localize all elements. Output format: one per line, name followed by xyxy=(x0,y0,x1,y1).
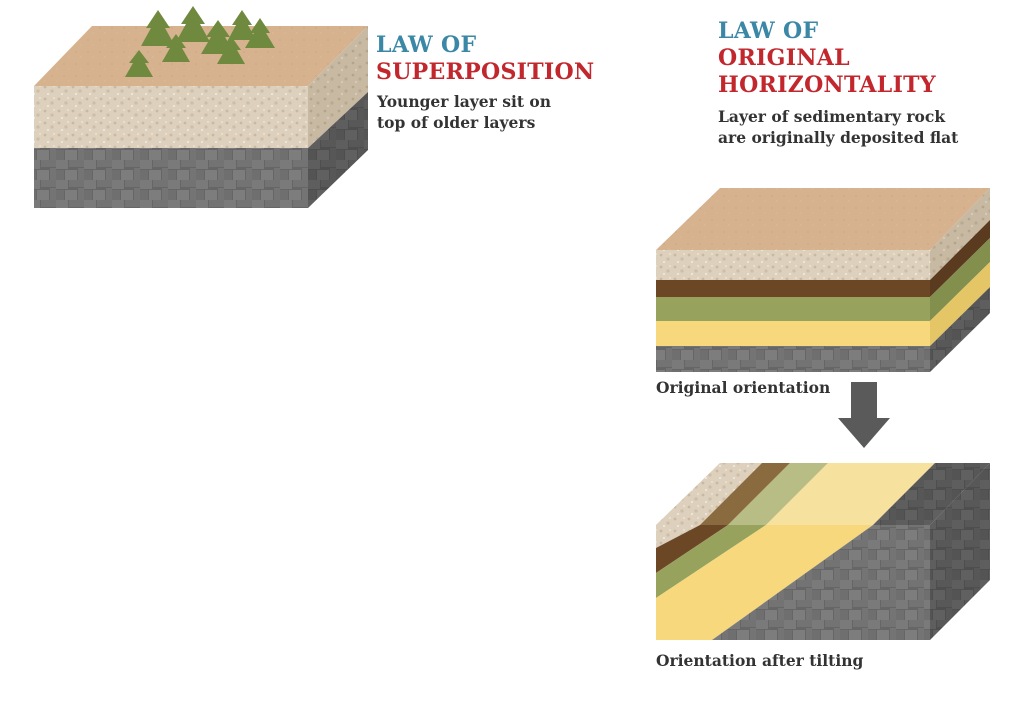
block2-side-brown xyxy=(930,220,990,297)
tree-icon xyxy=(176,6,210,42)
tree-icon xyxy=(162,34,190,62)
block3-top-sand xyxy=(656,463,762,525)
arrow-down-icon xyxy=(838,382,890,448)
block2-side-olive xyxy=(930,238,990,321)
horizontality-description: Layer of sedimentary rock are originally… xyxy=(718,106,958,148)
block2-top-soil xyxy=(656,188,990,250)
block1-side-sand xyxy=(308,26,368,148)
block1-side-rock xyxy=(308,92,368,208)
superposition-description: Younger layer sit on top of older layers xyxy=(377,91,551,133)
tree-icon xyxy=(141,10,175,46)
block3-top-brown xyxy=(700,463,790,525)
horizontality-title-line2: ORIGINAL xyxy=(718,45,850,71)
horizontality-description-line1: Layer of sedimentary rock xyxy=(718,107,946,126)
block3-top-olive xyxy=(728,463,828,525)
block2-brown-layer xyxy=(656,280,930,297)
horizontality-description-line2: are originally deposited flat xyxy=(718,128,959,147)
superposition-title-line2: SUPERPOSITION xyxy=(376,59,595,85)
horizontality-title: LAW OF ORIGINAL HORIZONTALITY xyxy=(718,18,936,99)
block2-olive-layer xyxy=(656,297,930,321)
superposition-description-line1: Younger layer sit on xyxy=(377,92,551,111)
block2-sand-layer xyxy=(656,250,930,280)
block3-top-rock xyxy=(873,463,990,525)
block2-yellow-layer xyxy=(656,321,930,346)
caption-original-orientation: Original orientation xyxy=(656,378,831,397)
block2-side-rock xyxy=(930,287,990,372)
block1-top-soil xyxy=(34,26,368,86)
caption-tilted-orientation: Orientation after tilting xyxy=(656,651,864,670)
block3-top-yellow xyxy=(766,463,935,525)
tree-icon xyxy=(125,50,153,77)
block1-sand-layer xyxy=(34,86,308,148)
superposition-title-line1: LAW OF xyxy=(376,32,477,58)
tree-icon xyxy=(228,10,256,40)
horizontality-title-line3: HORIZONTALITY xyxy=(718,72,936,98)
horizontality-title-line1: LAW OF xyxy=(718,18,819,44)
block2-rock-layer xyxy=(656,346,930,372)
block3-front-yellow xyxy=(656,525,873,640)
original-orientation-block xyxy=(656,188,990,372)
block1-rock-layer xyxy=(34,148,308,208)
tilted-orientation-block xyxy=(656,463,990,640)
block3-side-rock xyxy=(930,463,990,640)
block2-side-sand xyxy=(930,188,990,280)
superposition-title: LAW OF SUPERPOSITION xyxy=(376,32,594,86)
block2-side-yellow xyxy=(930,262,990,346)
tree-icon xyxy=(217,36,245,64)
tree-icon xyxy=(245,18,275,48)
block3-front-rock xyxy=(712,525,930,640)
superposition-block xyxy=(34,6,368,208)
superposition-description-line2: top of older layers xyxy=(377,113,536,132)
tree-icon-group xyxy=(125,6,275,77)
